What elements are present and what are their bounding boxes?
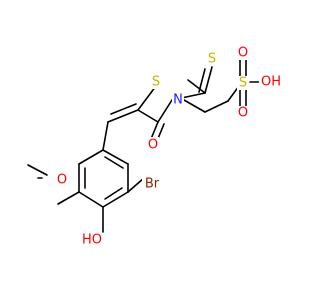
atom-s-ring: S: [152, 75, 160, 90]
atom-n-ring: N: [173, 93, 183, 108]
bond-ar5-ome: [57, 191, 80, 205]
bond-ar6-ar1: [78, 149, 104, 165]
atom-s-sulfonate: S: [239, 76, 247, 91]
atom-s-thione: S: [208, 52, 216, 67]
bond-ch-aryl: [102, 121, 109, 151]
atom-o-sulfonate-top: O: [238, 46, 248, 61]
bond-ar4-ar5: [78, 191, 104, 208]
bond-c2-s-thione-b: [198, 68, 206, 93]
atom-o-carbonyl: O: [148, 138, 158, 153]
atom-label-group: S S N O S O OH O Br HO O: [56, 46, 281, 248]
atom-br: Br: [145, 177, 160, 192]
bond-c5-ch-a: [107, 109, 139, 123]
bond-ar1-ar2: [102, 149, 129, 165]
atom-oh-phenol: HO: [82, 233, 102, 248]
bond-ar-inner-1: [104, 156, 124, 169]
bond-n3-c4: [157, 99, 173, 123]
bond-n-ch2a: [183, 99, 206, 113]
molecule-canvas: S S N O S O OH O Br HO O: [27, 46, 281, 248]
bond-ome-ch3: [27, 164, 48, 176]
bond-ar-inner-2: [104, 187, 123, 200]
molecule-structure: S S N O S O OH O Br HO O: [27, 46, 281, 248]
bond-ch2a-ch2b: [204, 100, 229, 113]
atom-oh-sulfonate: OH: [261, 75, 281, 90]
bond-c5-s1: [137, 85, 157, 111]
bond-c4-o-a: [150, 121, 159, 140]
bond-ar3-ar4: [102, 191, 129, 208]
bond-c2-s-thione-a: [204, 66, 213, 94]
bond-ar3-br: [127, 177, 145, 193]
atom-o-sulfonate-bottom: O: [238, 106, 248, 121]
bond-c5-ch-b: [110, 103, 137, 115]
bond-s1-c2: [187, 79, 206, 94]
bond-c4-c5: [137, 109, 159, 123]
atom-o-methoxy: O: [57, 173, 67, 188]
